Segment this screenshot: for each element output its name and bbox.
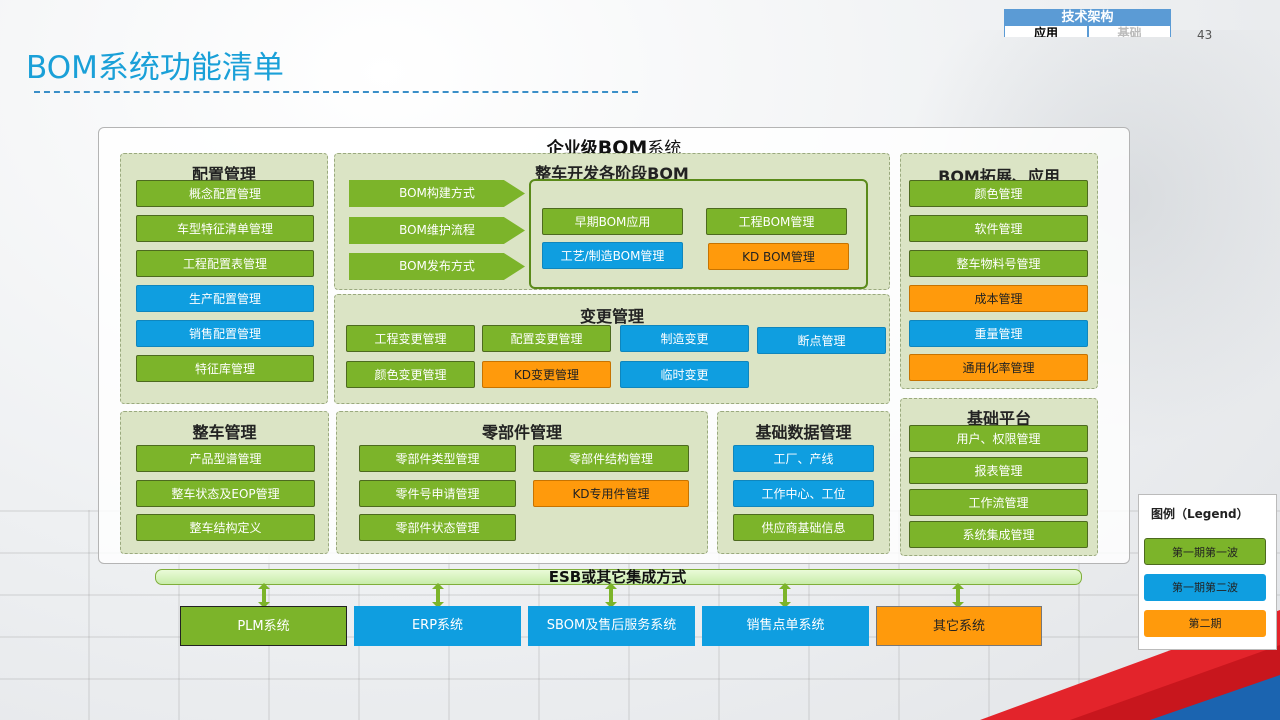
platform-item[interactable]: 系统集成管理 [909, 521, 1088, 548]
parts-item[interactable]: 零部件结构管理 [533, 445, 689, 472]
config-item[interactable]: 工程配置表管理 [136, 250, 314, 277]
connector-arrow [432, 583, 444, 608]
stage-arrow[interactable]: BOM维护流程 [349, 217, 525, 244]
section-tag-right: 基础 [1089, 26, 1170, 37]
change-item[interactable]: KD变更管理 [482, 361, 611, 388]
parts-title: 零部件管理 [481, 423, 562, 442]
parts-item[interactable]: 零部件状态管理 [359, 514, 516, 541]
legend-item-orange: 第二期 [1144, 610, 1266, 637]
parts-item[interactable]: KD专用件管理 [533, 480, 689, 507]
page-title: BOM系统功能清单 [26, 50, 284, 86]
system-other[interactable]: 其它系统 [876, 606, 1042, 646]
connector-arrow [258, 583, 270, 608]
legend-title: 图例（Legend） [1151, 507, 1249, 521]
platform-item[interactable]: 报表管理 [909, 457, 1088, 484]
platform-item[interactable]: 用户、权限管理 [909, 425, 1088, 452]
ext-item[interactable]: 通用化率管理 [909, 354, 1088, 381]
ext-item[interactable]: 颜色管理 [909, 180, 1088, 207]
ext-item[interactable]: 成本管理 [909, 285, 1088, 312]
parts-item[interactable]: 零部件类型管理 [359, 445, 516, 472]
stages-title: 整车开发各阶段BOM [535, 164, 689, 183]
connector-arrow [605, 583, 617, 608]
title-underline [34, 91, 638, 93]
ext-item[interactable]: 重量管理 [909, 320, 1088, 347]
connector-arrow [952, 583, 964, 608]
platform-title: 基础平台 [966, 409, 1031, 428]
config-item[interactable]: 车型特征清单管理 [136, 215, 314, 242]
platform-item[interactable]: 工作流管理 [909, 489, 1088, 516]
connector-arrow [779, 583, 791, 608]
stage-arrow[interactable]: BOM发布方式 [349, 253, 525, 280]
config-item[interactable]: 特征库管理 [136, 355, 314, 382]
system-sbom[interactable]: SBOM及售后服务系统 [528, 606, 695, 646]
basedata-item[interactable]: 工厂、产线 [733, 445, 874, 472]
config-title: 配置管理 [191, 165, 256, 184]
section-tag: 技术架构 应用 基础 [1004, 9, 1171, 37]
config-item[interactable]: 概念配置管理 [136, 180, 314, 207]
esb-label: ESB或其它集成方式 [548, 568, 687, 586]
system-sales[interactable]: 销售点单系统 [702, 606, 869, 646]
change-title: 变更管理 [579, 307, 644, 326]
ext-item[interactable]: 整车物料号管理 [909, 250, 1088, 277]
stage-item[interactable]: 工艺/制造BOM管理 [542, 242, 683, 269]
section-tag-left: 应用 [1005, 26, 1087, 37]
system-plm[interactable]: PLM系统 [180, 606, 347, 646]
change-item[interactable]: 配置变更管理 [482, 325, 611, 352]
vehicle-item[interactable]: 整车状态及EOP管理 [136, 480, 315, 507]
change-item[interactable]: 颜色变更管理 [346, 361, 475, 388]
config-item[interactable]: 销售配置管理 [136, 320, 314, 347]
stage-item[interactable]: 早期BOM应用 [542, 208, 683, 235]
page-number: 43 [1197, 28, 1213, 42]
vehicle-item[interactable]: 整车结构定义 [136, 514, 315, 541]
esb-bar [155, 569, 1082, 585]
parts-item[interactable]: 零件号申请管理 [359, 480, 516, 507]
stage-item[interactable]: 工程BOM管理 [706, 208, 847, 235]
vehicle-item[interactable]: 产品型谱管理 [136, 445, 315, 472]
change-item[interactable]: 工程变更管理 [346, 325, 475, 352]
section-tag-title: 技术架构 [1061, 10, 1114, 25]
vehicle-title: 整车管理 [192, 423, 257, 442]
legend-item-blue: 第一期第二波 [1144, 574, 1266, 601]
change-item[interactable]: 临时变更 [620, 361, 749, 388]
stage-arrow[interactable]: BOM构建方式 [349, 180, 525, 207]
config-item[interactable]: 生产配置管理 [136, 285, 314, 312]
change-item[interactable]: 断点管理 [757, 327, 886, 354]
legend-item-green: 第一期第一波 [1144, 538, 1266, 565]
system-erp[interactable]: ERP系统 [354, 606, 521, 646]
change-item[interactable]: 制造变更 [620, 325, 749, 352]
ext-item[interactable]: 软件管理 [909, 215, 1088, 242]
basedata-title: 基础数据管理 [755, 423, 852, 442]
basedata-item[interactable]: 供应商基础信息 [733, 514, 874, 541]
legend: 图例（Legend） 第一期第一波 第一期第二波 第二期 [1138, 494, 1277, 650]
basedata-item[interactable]: 工作中心、工位 [733, 480, 874, 507]
stage-item[interactable]: KD BOM管理 [708, 243, 849, 270]
